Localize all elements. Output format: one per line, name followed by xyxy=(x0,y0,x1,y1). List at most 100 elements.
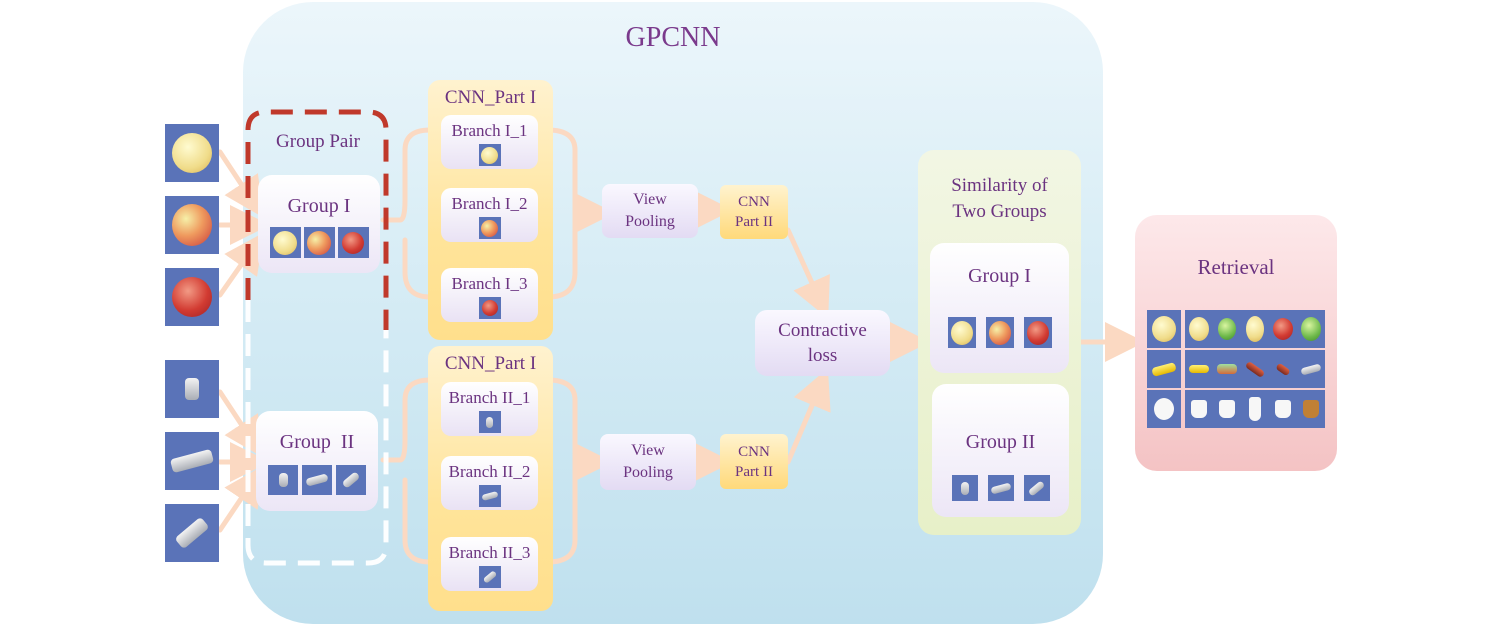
similarity-group2-label: Group II xyxy=(965,431,1036,453)
result-thumb xyxy=(1185,350,1213,388)
mug-icon xyxy=(1303,400,1319,418)
input-car-1 xyxy=(165,360,219,418)
branch-II-2: Branch II_2 xyxy=(441,456,538,510)
apple-icon xyxy=(172,133,212,173)
car-icon xyxy=(486,416,493,428)
car-icon xyxy=(1027,479,1046,497)
input-car-2 xyxy=(165,432,219,490)
car-icon xyxy=(1189,365,1209,373)
result-thumb xyxy=(1297,350,1325,388)
branch-I-1: Branch I_1 xyxy=(441,115,538,169)
similarity-title: Similarity of Two Groups xyxy=(951,175,1048,222)
diagram-title: GPCNN xyxy=(625,22,721,53)
group2-label: Group II xyxy=(279,431,355,453)
cnn-part2-bottom: CNN Part II xyxy=(720,434,788,489)
mug-icon xyxy=(1154,398,1174,420)
apple-icon xyxy=(1026,320,1049,345)
contractive-loss: Contractive loss xyxy=(755,310,890,376)
group2-thumbs xyxy=(268,465,366,495)
query-thumb xyxy=(1147,390,1181,428)
group1-thumbs xyxy=(269,227,369,258)
branch-label: Branch I_1 xyxy=(451,121,528,140)
group1-label: Group I xyxy=(287,195,351,217)
view-pooling-bottom: View Pooling xyxy=(600,434,696,490)
mug-icon xyxy=(1219,400,1235,418)
group2-box: Group II xyxy=(256,411,378,511)
result-thumb xyxy=(1213,390,1241,428)
branch-I-2: Branch I_2 xyxy=(441,188,538,242)
result-thumb xyxy=(1185,310,1213,348)
apple-icon xyxy=(307,230,331,255)
branch-label: Branch II_3 xyxy=(448,543,531,562)
apple-icon xyxy=(988,320,1011,345)
group-pair-outline-red xyxy=(245,109,389,330)
apple-icon xyxy=(1273,318,1293,340)
thumb xyxy=(951,475,978,501)
result-thumb xyxy=(1241,390,1269,428)
query-thumb xyxy=(1147,310,1181,348)
cnn-part2-top: CNN Part II xyxy=(720,185,788,239)
apple-icon xyxy=(481,219,498,237)
result-thumb xyxy=(1213,310,1241,348)
apple-icon xyxy=(1246,316,1264,342)
group-pair-label: Group Pair xyxy=(276,131,360,152)
input-car-3 xyxy=(165,504,219,562)
thumb xyxy=(478,217,501,239)
branch-I-3: Branch I_3 xyxy=(441,268,538,322)
car-icon xyxy=(989,482,1012,494)
result-thumb xyxy=(1185,390,1213,428)
apple-icon xyxy=(172,204,212,246)
apple-icon xyxy=(342,231,364,254)
cnn-part1-bottom-label: CNN_Part I xyxy=(444,353,537,374)
apple-icon xyxy=(172,277,212,317)
car-icon xyxy=(1244,360,1266,378)
car-icon xyxy=(278,473,288,487)
result-thumb xyxy=(1297,310,1325,348)
mug-icon xyxy=(1191,400,1207,418)
result-thumb xyxy=(1269,310,1297,348)
car-icon xyxy=(480,491,499,501)
apple-icon xyxy=(481,146,498,164)
arrow-p2-loss-top xyxy=(785,227,830,319)
thumb xyxy=(268,465,298,495)
similarity-group1-label: Group I xyxy=(968,265,1031,287)
apple-icon xyxy=(1218,318,1236,340)
thumb xyxy=(337,227,369,258)
result-thumb xyxy=(1269,350,1297,388)
branch-II-1: Branch II_1 xyxy=(441,382,538,436)
cnn-part1-top-label: CNN_Part I xyxy=(444,87,537,108)
thumb xyxy=(985,317,1014,348)
car-icon xyxy=(185,378,199,400)
result-thumb xyxy=(1213,350,1241,388)
bracket-group1 xyxy=(380,127,578,300)
car-icon xyxy=(1300,363,1322,375)
thumb xyxy=(1023,475,1050,501)
branch-label: Branch II_1 xyxy=(448,388,531,407)
car-icon xyxy=(305,473,329,487)
similarity-group1-thumbs xyxy=(947,317,1052,348)
apple-icon xyxy=(273,230,297,255)
thumb xyxy=(336,465,366,495)
result-thumb xyxy=(1241,350,1269,388)
apple-icon xyxy=(1152,316,1176,342)
thumb xyxy=(478,411,501,433)
thumb xyxy=(478,144,501,166)
thumb xyxy=(269,227,301,258)
car-icon xyxy=(1275,362,1291,376)
apple-icon xyxy=(1189,317,1209,341)
apple-icon xyxy=(1301,317,1321,341)
car-icon xyxy=(482,570,497,584)
thumb xyxy=(302,465,332,495)
view-pooling-top: View Pooling xyxy=(602,184,698,238)
query-thumb xyxy=(1147,350,1181,388)
retrieval-grid xyxy=(1147,310,1329,428)
car-icon xyxy=(1151,361,1177,377)
thumb xyxy=(478,566,501,588)
result-thumb xyxy=(1297,390,1325,428)
result-thumb xyxy=(1269,390,1297,428)
retrieval-title: Retrieval xyxy=(1197,255,1275,279)
similarity-group2: Group II xyxy=(932,384,1069,517)
thumb xyxy=(1023,317,1052,348)
apple-icon xyxy=(950,320,973,345)
